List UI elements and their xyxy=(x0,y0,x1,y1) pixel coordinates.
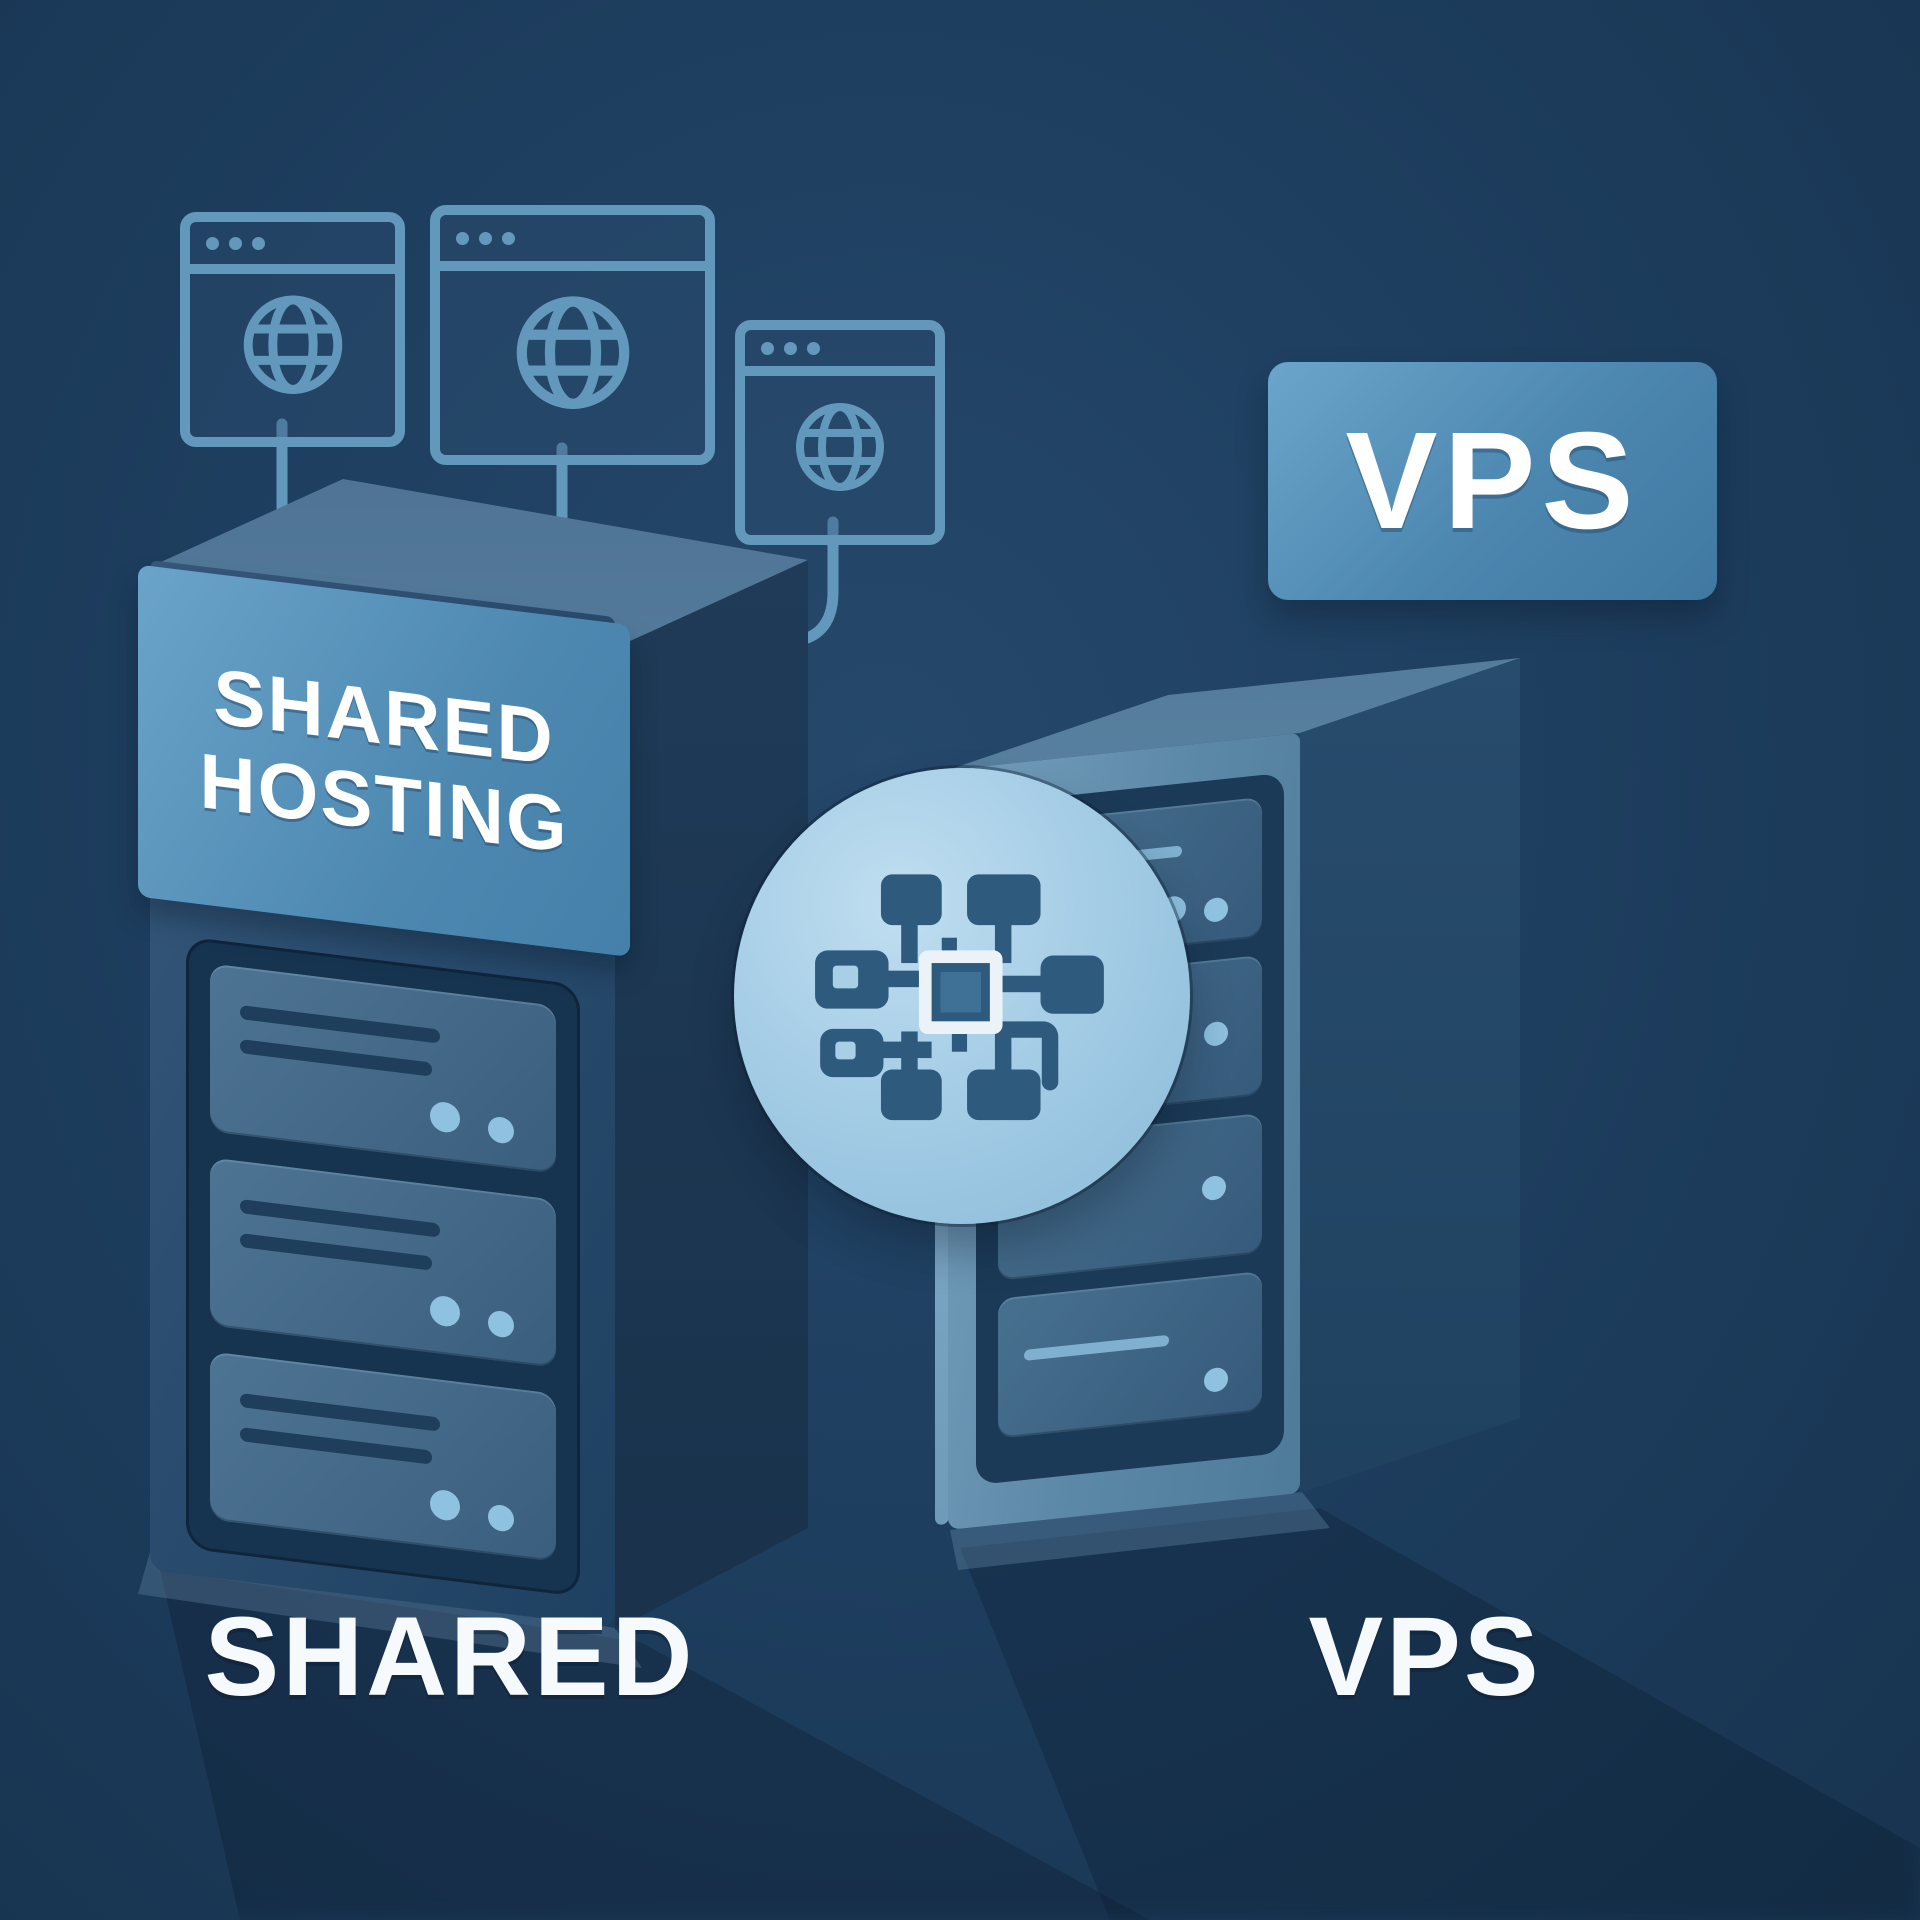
vps-sign: VPS xyxy=(1268,362,1717,600)
browser-window-icon xyxy=(180,212,405,447)
server-bay xyxy=(210,1157,556,1368)
browser-titlebar xyxy=(190,222,395,274)
vps-caption: VPS xyxy=(1308,1594,1542,1719)
browser-window-icon xyxy=(735,320,945,545)
window-dot-icon xyxy=(456,231,469,245)
bay-vent-line xyxy=(240,1199,440,1238)
status-led-icon xyxy=(430,1294,460,1329)
status-led-icon xyxy=(430,1100,460,1135)
bay-vent-line xyxy=(240,1005,440,1044)
window-dot-icon xyxy=(761,341,774,355)
status-led-icon xyxy=(488,1309,514,1339)
status-led-icon xyxy=(430,1488,460,1523)
window-dot-icon xyxy=(784,341,797,355)
globe-icon xyxy=(516,295,629,409)
browser-titlebar xyxy=(440,215,705,271)
window-dot-icon xyxy=(502,231,515,245)
virtualization-hub-circle xyxy=(734,768,1190,1224)
window-dot-icon xyxy=(807,341,820,355)
bay-light-strip xyxy=(1024,1334,1170,1362)
shared-server-bay-panel xyxy=(186,936,580,1597)
cpu-chip-icon xyxy=(815,874,1104,1121)
status-led-icon xyxy=(1204,1366,1228,1394)
bay-vent-line xyxy=(240,1039,432,1077)
window-dot-icon xyxy=(479,231,492,245)
server-bay xyxy=(210,1351,556,1562)
shared-hosting-sign: SHARED HOSTING xyxy=(138,564,630,957)
vps-sign-label: VPS xyxy=(1345,403,1640,558)
status-led-icon xyxy=(1202,1174,1226,1202)
bay-vent-line xyxy=(240,1233,432,1271)
window-dot-icon xyxy=(252,236,265,250)
bay-vent-line xyxy=(240,1393,440,1432)
bay-vent-line xyxy=(240,1427,432,1465)
browser-titlebar xyxy=(745,330,935,376)
window-dot-icon xyxy=(229,236,242,250)
globe-icon xyxy=(243,295,342,395)
status-led-icon xyxy=(488,1115,514,1145)
status-led-icon xyxy=(488,1503,514,1533)
browser-window-icon xyxy=(430,205,715,465)
window-dot-icon xyxy=(206,236,219,250)
status-led-icon xyxy=(1204,896,1228,924)
globe-icon xyxy=(796,402,884,491)
shared-caption: SHARED xyxy=(204,1594,696,1719)
status-led-icon xyxy=(1204,1020,1228,1048)
server-bay xyxy=(210,963,556,1174)
server-bay xyxy=(998,1270,1262,1439)
shared-server: SHARED HOSTING xyxy=(138,560,630,1628)
